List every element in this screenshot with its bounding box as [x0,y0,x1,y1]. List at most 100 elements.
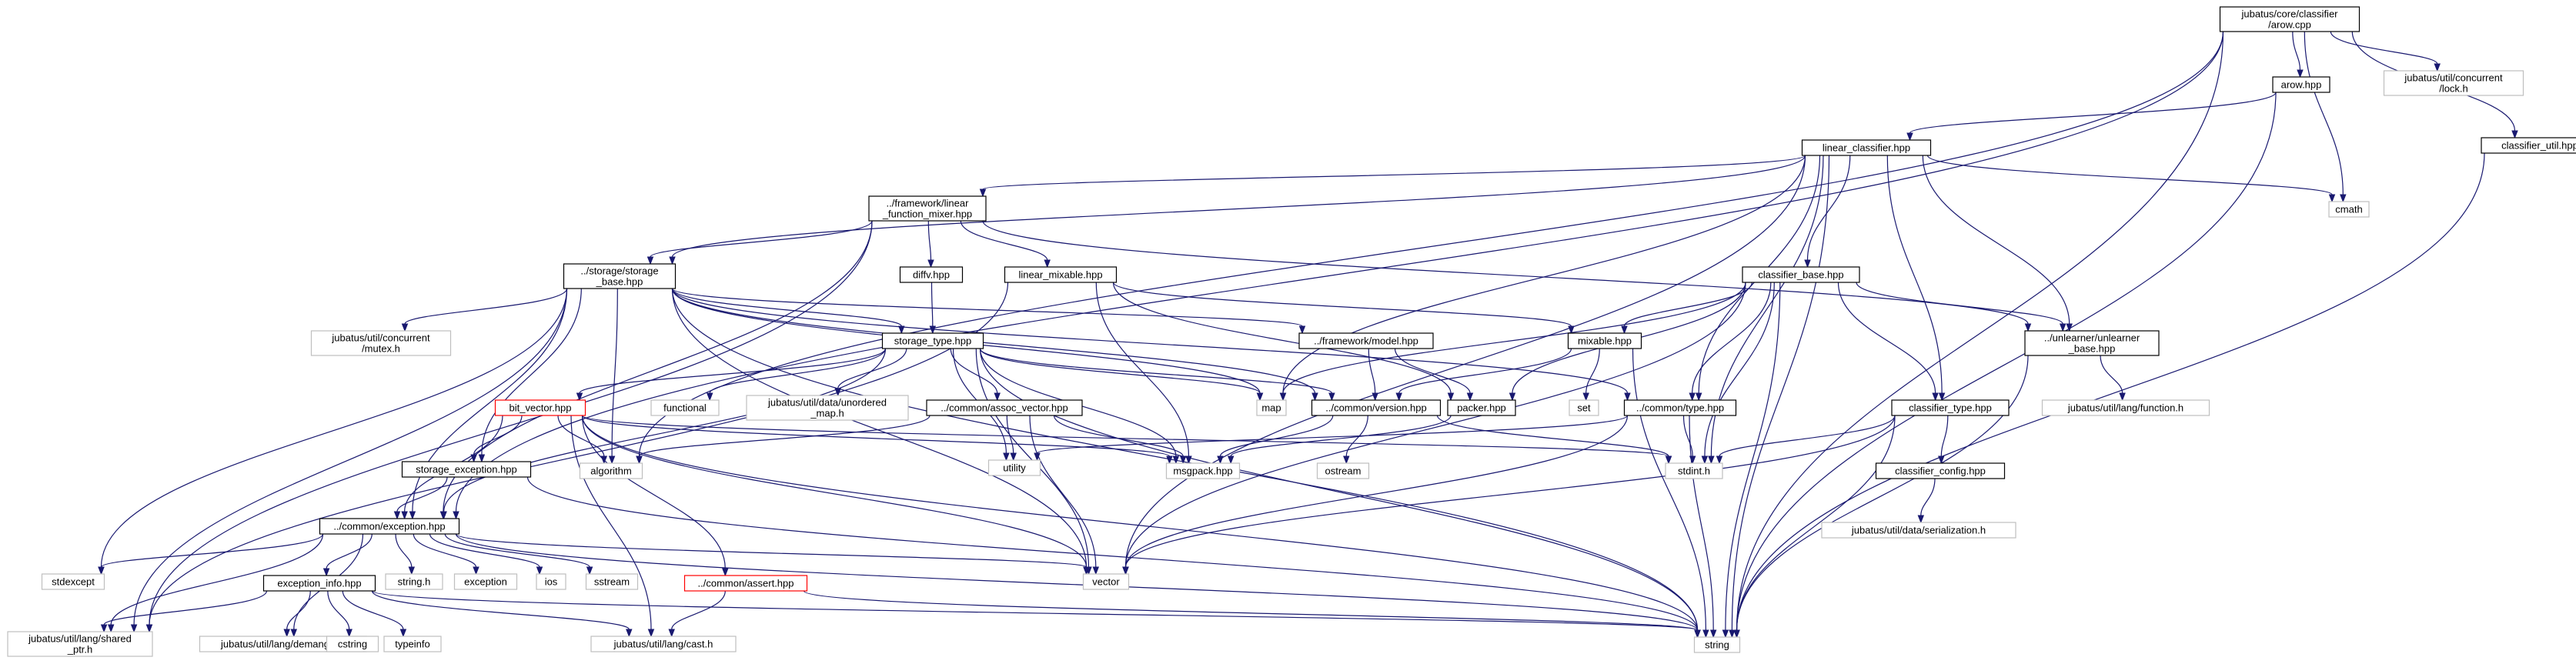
node-bit-vector[interactable]: bit_vector.hpp [494,399,586,416]
edge-unlearner_base-to-string [1736,355,2029,631]
node-box [2219,6,2360,32]
node-linear-mixable[interactable]: linear_mixable.hpp [1004,266,1118,283]
arrowhead-root-to-cmath [2340,194,2347,203]
node-typeinfo: typeinfo [383,636,442,652]
node-box [1082,573,1130,590]
edge-lfm-to-linear_mixable [960,220,1048,261]
arrowhead-common_version-to-ostream [1343,455,1350,465]
edge-root-to-concurrent_lock [2330,31,2438,65]
arrowhead-mixable-to-string [1702,629,1709,639]
edge-exception_info-to-lang_cast [371,590,630,630]
node-lfm[interactable]: ../framework/linear_function_mixer.hpp [868,195,987,222]
node-box [1693,636,1741,653]
node-common-type[interactable]: ../common/type.hpp [1623,399,1737,416]
edge-classifier_base-to-map [1282,282,1746,394]
node-label: ../common/assoc_vector.hpp [941,402,1067,414]
arrowhead-assoc_vector-to-vector [1092,566,1100,576]
node-box [590,636,737,652]
node-label: storage_type.hpp [894,335,971,347]
edge-storage_type-to-map [979,348,1261,394]
edge-unlearner_base-to-lang_function [2100,355,2123,394]
edge-linear_classifier-to-classifier_type [1886,155,1943,394]
edge-bit_vector-to-vector [581,415,1088,568]
arrowhead-unlearner_base-to-lang_function [2119,392,2126,402]
arrowhead-root-to-arow_hpp [2297,69,2304,78]
node-storage-exception[interactable]: storage_exception.hpp [401,461,532,478]
node-utility: utility [987,459,1041,476]
node-label: mixable.hpp [1578,335,1632,347]
node-sstream: sstream [585,573,639,590]
arrowhead-common_assert-to-lang_cast [668,629,675,638]
node-diffv[interactable]: diffv.hpp [899,266,964,283]
node-classifier-base[interactable]: classifier_base.hpp [1742,266,1860,283]
node-label: classifier_base.hpp [1758,269,1843,281]
node-box [310,330,452,356]
edge-assoc_vector-to-msgpack [1053,415,1184,457]
node-common-assert[interactable]: ../common/assert.hpp [683,575,808,592]
node-label: ../framework/model.hpp [1314,335,1418,347]
node-common-exception[interactable]: ../common/exception.hpp [319,518,460,535]
node-ios: ios [536,573,566,590]
arrowhead-classifier_base-to-unlearner_base [2059,323,2066,332]
node-classifier-type[interactable]: classifier_type.hpp [1891,399,2010,416]
node-packer[interactable]: packer.hpp [1447,399,1516,416]
node-storage-type[interactable]: storage_type.hpp [881,332,984,349]
arrowhead-classifier_base-to-common_type [1689,392,1696,402]
edge-assoc_vector-to-vector [1029,415,1097,568]
edge-storage_base-to-stdexcept [100,288,568,568]
node-arow-hpp[interactable]: arow.hpp [2272,76,2330,93]
edge-exception_info-to-cstring [327,590,350,630]
node-label: cmath [2335,204,2362,215]
arrowhead-common_exception-to-sstream [586,566,593,576]
node-linear-classifier[interactable]: linear_classifier.hpp [1801,139,1932,156]
node-ostream: ostream [1316,462,1370,479]
arrowhead-lfm-to-storage_base [647,256,654,265]
arrowhead-storage_base-to-common_exception [409,511,416,520]
node-framework-model[interactable]: ../framework/model.hpp [1298,332,1434,349]
arrowhead-storage_type-to-functional [706,392,713,402]
node-box [319,518,460,535]
edge-common_exception-to-string [455,533,1699,631]
arrowhead-arow_hpp-to-linear_classifier [1906,132,1913,142]
node-storage-base[interactable]: ../storage/storage_base.hpp [563,263,677,289]
edge-diffv-to-storage_type [931,282,934,327]
node-unlearner-base[interactable]: ../unlearner/unlearner_base.hpp [2024,330,2160,356]
edge-mixable-to-string [1632,348,1706,631]
arrowhead-bit_vector-to-algorithm [600,455,608,465]
arrowhead-classifier_base-to-string [1722,629,1729,639]
node-label: ../common/exception.hpp [333,521,445,532]
node-label: _ptr.h [67,644,93,656]
edge-bit_vector-to-algorithm [557,415,605,457]
node-box [326,636,379,652]
edge-mixable-to-set [1585,348,1600,394]
edge-common_exception-to-string_h [395,533,413,568]
node-label: ios [545,576,558,588]
node-layer: jubatus/core/classifier/arow.cpparow.hpp… [7,6,2576,657]
node-common-version[interactable]: ../common/version.hpp [1311,399,1442,416]
arrowhead-storage_type-to-common_version [1328,392,1335,402]
node-label: /mutex.h [362,343,400,355]
arrowhead-lfm-to-diffv [927,259,934,269]
node-box [868,195,987,222]
node-classifier-config[interactable]: classifier_config.hpp [1875,462,2006,479]
edge-exception_info-to-string [371,590,1699,631]
node-box [494,399,586,416]
arrowhead-linear_classifier-to-storage_base [669,256,676,265]
node-exception-info[interactable]: exception_info.hpp [262,575,376,592]
arrowhead-common_exception-to-string_h [408,566,416,576]
edge-common_version-to-msgpack [1219,415,1334,457]
node-label: jubatus/util/lang/cast.h [613,639,713,650]
edge-common_type-to-string [1689,415,1714,631]
node-box [1316,462,1370,479]
edge-root-to-algorithm [638,31,2224,457]
arrowhead-common_exception-to-shared_ptr [107,624,115,633]
node-box [926,399,1083,416]
node-assoc-vector[interactable]: ../common/assoc_vector.hpp [926,399,1083,416]
node-functional: functional [650,399,720,416]
node-box [41,573,105,590]
node-label: linear_classifier.hpp [1823,142,1910,154]
node-mixable[interactable]: mixable.hpp [1567,332,1642,349]
edge-storage_base-to-vector [671,288,1088,568]
node-label: packer.hpp [1457,402,1506,414]
node-classifier-util[interactable]: classifier_util.hpp [2481,137,2576,154]
